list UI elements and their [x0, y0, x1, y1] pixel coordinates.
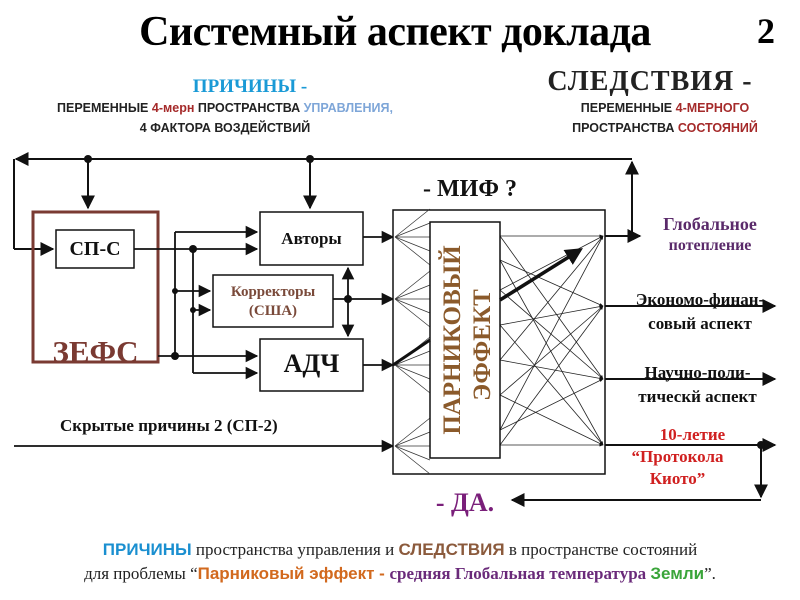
fan-line: [394, 445, 431, 461]
output-line: Экономо-финан-: [635, 290, 765, 309]
output-line: 10-летие: [659, 425, 726, 444]
myth-label: - МИФ ?: [423, 176, 517, 202]
junction-dot: [306, 155, 314, 163]
footer-text: для проблемы “: [84, 564, 198, 583]
output-line: “Протокола: [631, 447, 724, 466]
footer-greenhouse: Парниковый эффект -: [197, 564, 390, 583]
sps-label: СП-С: [69, 238, 121, 260]
effects-text-highlight: 4-МЕРНОГО: [675, 101, 750, 115]
dominant-causal-arrow: [499, 248, 583, 302]
effects-text: ПЕРЕМЕННЫЕ: [580, 101, 676, 115]
fan-line: [394, 284, 431, 300]
effects-text: ПРОСТРАНСТВА: [572, 121, 678, 135]
output-economic: Экономо-финан- совый аспект: [605, 289, 795, 335]
fan-line: [394, 445, 431, 475]
fan-line: [394, 236, 431, 266]
fan-line: [394, 222, 431, 238]
output-line: Глобальное: [663, 214, 757, 234]
output-line: Научно-поли-: [644, 363, 751, 382]
fan-line: [394, 350, 431, 366]
causes-text-highlight: УПРАВЛЕНИЯ,: [303, 101, 393, 115]
causes-description: ПЕРЕМЕННЫЕ 4-мерн ПРОСТРАНСТВА УПРАВЛЕНИ…: [10, 98, 440, 138]
authors-label: Авторы: [281, 229, 342, 248]
correctors-label-1: Корректоры: [230, 284, 316, 300]
footer-text: ”.: [704, 564, 716, 583]
slide-title: Системный аспект доклада: [139, 9, 651, 55]
greenhouse-effect-box: [429, 221, 501, 459]
sps-box: [55, 229, 135, 269]
fan-line: [499, 259, 604, 307]
fan-line: [499, 305, 604, 396]
fan-line: [499, 394, 604, 446]
fan-line: [499, 289, 604, 380]
fan-line: [499, 324, 604, 446]
footer-effects: СЛЕДСТВИЯ: [398, 540, 505, 559]
fan-line: [394, 431, 431, 447]
slide-number: 2: [757, 11, 775, 51]
fan-line: [499, 235, 604, 361]
fan-line: [394, 298, 431, 314]
causes-text: ПЕРЕМЕННЫЕ: [57, 101, 152, 115]
fan-line: [499, 359, 604, 380]
yes-label: - ДА.: [435, 488, 495, 517]
authors-box: [259, 211, 364, 266]
dominant-causal-arrow-input: [392, 338, 431, 367]
output-line: потепление: [668, 237, 752, 254]
fan-line: [499, 235, 604, 291]
footer-temperature: средняя Глобальная температура: [389, 564, 651, 583]
fan-line: [394, 417, 431, 447]
causes-heading: ПРИЧИНЫ -: [192, 76, 308, 97]
greenhouse-label-1: ПАРНИКОВЫЙ: [438, 245, 466, 435]
output-global-warming: Глобальное потепление: [630, 213, 790, 257]
fan-line: [499, 305, 604, 326]
correctors-label-2: (США): [248, 303, 298, 319]
footer-earth: Земли: [650, 564, 705, 583]
output-kyoto: 10-летие “Протокола Киото”: [600, 424, 785, 490]
effects-description: ПЕРЕМЕННЫЕ 4-МЕРНОГО ПРОСТРАНСТВА СОСТОЯ…: [540, 98, 790, 138]
junction-dot: [84, 155, 92, 163]
footer-text: в пространстве состояний: [504, 540, 698, 559]
feedback-top-line: [13, 152, 639, 256]
fan-line: [394, 364, 431, 380]
footer-text: пространства управления и: [191, 540, 399, 559]
causes-text-highlight: 4-мерн: [151, 101, 195, 115]
zefs-label: ЗЕФС: [52, 334, 139, 369]
fan-lines-input: [394, 208, 431, 475]
correctors-label: Корректоры (США): [213, 283, 333, 321]
correctors-box: [212, 274, 334, 328]
output-line: Киото”: [649, 469, 706, 488]
fan-line: [394, 208, 431, 238]
greenhouse-label-2: ЭФФЕКТ: [469, 289, 496, 401]
output-scientific-political: Научно-поли- тическй аспект: [605, 362, 790, 408]
causes-text: ПРОСТРАНСТВА: [194, 101, 304, 115]
footer-causes: ПРИЧИНЫ: [102, 540, 192, 559]
adch-box: [259, 338, 364, 392]
fan-line: [394, 270, 431, 300]
fan-line: [394, 236, 431, 252]
effects-heading: СЛЕДСТВИЯ -: [547, 66, 753, 97]
fan-line: [499, 235, 604, 380]
effects-text-highlight: СОСТОЯНИЙ: [677, 121, 758, 135]
output-line: совый аспект: [648, 314, 752, 333]
zefs-box: [31, 210, 160, 364]
fan-line: [499, 235, 604, 431]
fan-line: [394, 298, 431, 328]
fan-lines-output: [499, 234, 604, 447]
causes-factors: 4 ФАКТОРА ВОЗДЕЙСТВИЙ: [139, 121, 311, 135]
adch-label: АДЧ: [283, 349, 340, 378]
footer-caption: ПРИЧИНЫ пространства управления и СЛЕДСТ…: [0, 538, 800, 586]
output-line: тическй аспект: [638, 387, 757, 406]
hidden-causes-label: Скрытые причины 2 (СП-2): [60, 416, 278, 435]
fan-line: [499, 305, 604, 446]
fan-line: [394, 364, 431, 394]
